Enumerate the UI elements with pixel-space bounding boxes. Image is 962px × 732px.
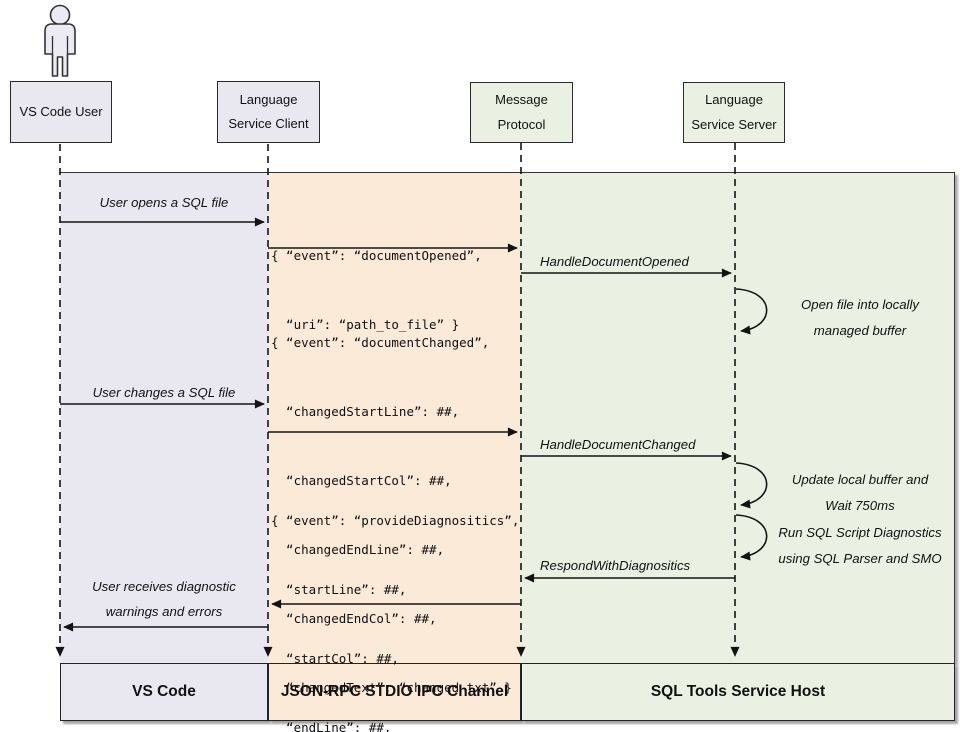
actor-label: Message xyxy=(495,92,548,108)
actor-label: Language xyxy=(239,91,298,107)
footer-box-vs-code: VS Code xyxy=(60,663,268,721)
swimlane-band xyxy=(60,172,955,663)
lane-vs-code xyxy=(60,173,268,663)
actor-box-language-service-server: Language Service Server xyxy=(683,82,785,143)
actor-label: Service Server xyxy=(691,116,777,132)
label-user-changes: User changes a SQL file xyxy=(92,385,236,400)
actor-label: Protocol xyxy=(497,116,546,132)
footer-box-sql-tools-service-host: SQL Tools Service Host xyxy=(521,663,955,721)
actor-label: Service Client xyxy=(228,116,309,132)
footer-label: SQL Tools Service Host xyxy=(650,683,826,700)
note-open-file: Open file into locally managed buffer xyxy=(800,297,920,338)
lane-service-host xyxy=(520,173,954,663)
footer-box-json-rpc-channel: JSON-RPC STDIO IPC Channel xyxy=(268,663,521,721)
label-handle-document-changed: HandleDocumentChanged xyxy=(540,437,696,452)
actor-box-message-protocol: Message Protocol xyxy=(470,82,573,143)
note-update-buffer: Update local buffer and Wait 750ms xyxy=(791,472,929,513)
actor-label: Language xyxy=(705,92,763,108)
lane-ipc-channel xyxy=(267,173,521,663)
actor-box-vs-code-user: VS Code User xyxy=(10,81,112,143)
footer-label: JSON-RPC STDIO IPC Channel xyxy=(280,683,509,700)
label-user-opens: User opens a SQL file xyxy=(99,195,229,210)
actor-label: VS Code User xyxy=(19,104,103,119)
person-icon xyxy=(44,4,76,77)
payload-document-opened: { “event”: “documentOpened”, “uri”: “pat… xyxy=(271,248,482,332)
label-user-receives: User receives diagnostic warnings and er… xyxy=(92,579,236,619)
note-run-diagnostics: Run SQL Script Diagnostics using SQL Par… xyxy=(778,525,942,566)
payload-document-changed: { “event”: “documentChanged”, “changedSt… xyxy=(271,335,512,695)
label-respond-with-diagnostics: RespondWithDiagnositics xyxy=(540,558,691,573)
actor-box-language-service-client: Language Service Client xyxy=(217,81,320,143)
label-handle-document-opened: HandleDocumentOpened xyxy=(540,254,689,269)
payload-provide-diagnostics: { “event”: “provideDiagnositics”, “start… xyxy=(271,513,520,732)
footer-label: VS Code xyxy=(132,683,196,700)
